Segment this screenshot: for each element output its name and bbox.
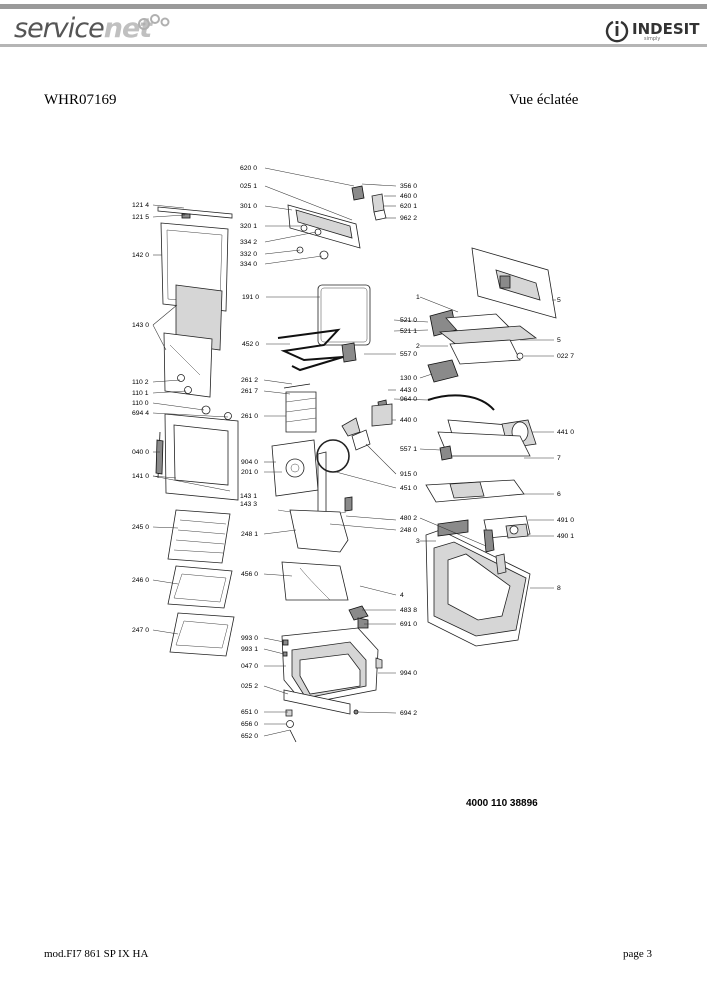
callout-7: 7 (557, 455, 561, 462)
callout-2610: 261 0 (241, 413, 258, 420)
callout-3560: 356 0 (400, 183, 417, 190)
callout-1100: 110 0 (132, 400, 149, 407)
callout-5: 5 (557, 297, 561, 304)
callout-0227: 022 7 (557, 353, 574, 360)
indesit-mark-icon (605, 20, 629, 43)
callout-2450: 245 0 (132, 524, 149, 531)
callout-5570: 557 0 (400, 351, 417, 358)
callout-1433: 143 3 (240, 501, 257, 508)
callout-9930: 993 0 (241, 635, 258, 642)
callout-2481: 248 1 (241, 531, 258, 538)
callout-4: 4 (400, 592, 404, 599)
callout-1430: 143 0 (132, 322, 149, 329)
callout-2460: 246 0 (132, 577, 149, 584)
callout-6510: 651 0 (241, 709, 258, 716)
header-top-rule (0, 4, 707, 9)
callout-1420: 142 0 (132, 252, 149, 259)
callout-5211: 521 1 (400, 328, 417, 335)
callout-6942: 694 2 (400, 710, 417, 717)
callout-9040: 904 0 (241, 459, 258, 466)
callout-3340: 334 0 (240, 261, 257, 268)
header-bottom-rule (0, 44, 707, 47)
callout-4600: 460 0 (400, 193, 417, 200)
model-code: WHR07169 (44, 92, 117, 108)
callout-3: 3 (416, 538, 420, 545)
callout-1431: 143 1 (240, 493, 257, 500)
callout-4520: 452 0 (242, 341, 259, 348)
callout-0400: 040 0 (132, 449, 149, 456)
callout-6910: 691 0 (400, 621, 417, 628)
leader-lines (152, 167, 556, 737)
callout-4400: 440 0 (400, 417, 417, 424)
callout-1102: 110 2 (132, 379, 149, 386)
document-number: 4000 110 38896 (466, 798, 538, 809)
callout-4838: 483 8 (400, 607, 417, 614)
callout-1215: 121 5 (132, 214, 149, 221)
callout-6520: 652 0 (241, 733, 258, 740)
page-header: servicenet INDESIT simply (0, 0, 707, 50)
callout-6560: 656 0 (241, 721, 258, 728)
callout-2617: 261 7 (241, 388, 258, 395)
callout-9150: 915 0 (400, 471, 417, 478)
callout-1410: 141 0 (132, 473, 149, 480)
callout-1300: 130 0 (400, 375, 417, 382)
callout-9640: 964 0 (400, 396, 417, 403)
callout-9622: 962 2 (400, 215, 417, 222)
callout-5210: 521 0 (400, 317, 417, 324)
callout-9940: 994 0 (400, 670, 417, 677)
callout-1214: 121 4 (132, 202, 149, 209)
callout-5571: 557 1 (400, 446, 417, 453)
callout-9931: 993 1 (241, 646, 258, 653)
callout-3342: 334 2 (240, 239, 257, 246)
callout-3320: 332 0 (240, 251, 257, 258)
callout-2010: 201 0 (241, 469, 258, 476)
callout-6944: 694 4 (132, 410, 149, 417)
callout-0252: 025 2 (241, 683, 258, 690)
callout-5b: 5 (557, 337, 561, 344)
callout-3010: 301 0 (240, 203, 257, 210)
callout-0470: 047 0 (241, 663, 258, 670)
callout-1: 1 (416, 294, 420, 301)
callout-4802: 480 2 (400, 515, 417, 522)
callout-8: 8 (557, 585, 561, 592)
callout-2480: 248 0 (400, 527, 417, 534)
callout-4430: 443 0 (400, 387, 417, 394)
callout-4901: 490 1 (557, 533, 574, 540)
callout-1101: 110 1 (132, 390, 149, 397)
callout-4560: 456 0 (241, 571, 258, 578)
callout-4910: 491 0 (557, 517, 574, 524)
callout-6201: 620 1 (400, 203, 417, 210)
callout-2470: 247 0 (132, 627, 149, 634)
parts-illustration (155, 185, 557, 743)
gears-icon (138, 14, 170, 30)
callout-6200: 620 0 (240, 165, 257, 172)
callout-6: 6 (557, 491, 561, 498)
callout-0251: 025 1 (240, 183, 257, 190)
callout-2612: 261 2 (241, 377, 258, 384)
view-title: Vue éclatée (509, 92, 579, 108)
callout-4510: 451 0 (400, 485, 417, 492)
callout-3201: 320 1 (240, 223, 257, 230)
part-callouts: 620 0 025 1 301 0 320 1 334 2 332 0 334 … (132, 165, 574, 740)
indesit-logo: INDESIT simply (604, 18, 699, 44)
page-number: page 3 (623, 948, 653, 960)
callout-1910: 191 0 (242, 294, 259, 301)
callout-2: 2 (416, 343, 420, 350)
callout-4410: 441 0 (557, 429, 574, 436)
footer-model: mod.FI7 861 SP IX HA (44, 948, 149, 960)
